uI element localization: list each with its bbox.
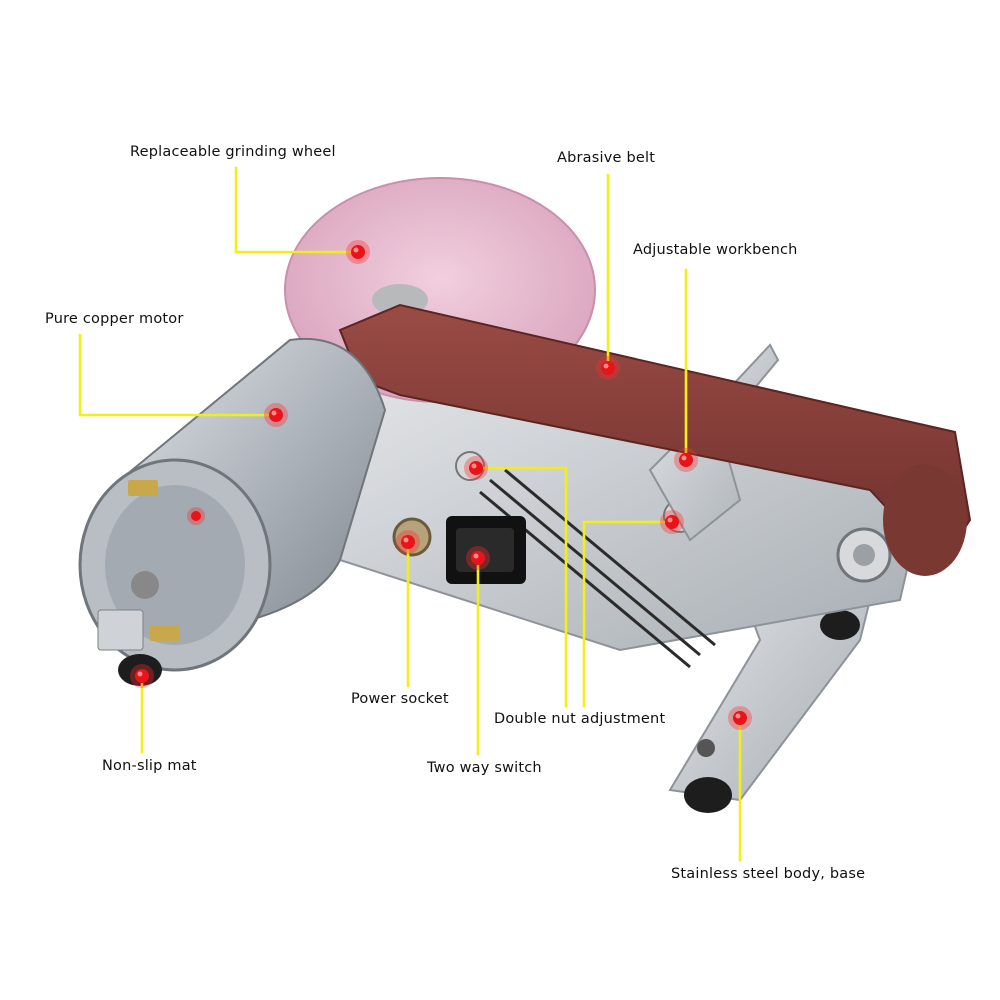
label-motor: Pure copper motor (45, 311, 184, 327)
marker-double-nut-a (464, 456, 488, 480)
marker-motor (264, 403, 288, 427)
marker-non-slip-mat (130, 664, 154, 688)
label-grinding-wheel: Replaceable grinding wheel (130, 144, 336, 160)
motor (78, 337, 387, 686)
leader-double-nut-a (474, 466, 568, 708)
abrasive-belt (338, 303, 972, 576)
leader-grinding-wheel (234, 166, 360, 254)
marker-two-way-switch (466, 546, 490, 570)
label-two-way-switch: Two way switch (427, 760, 542, 776)
label-abrasive-belt: Abrasive belt (557, 150, 656, 166)
marker-abrasive-belt (596, 356, 620, 380)
label-workbench: Adjustable workbench (633, 242, 798, 258)
marker-motor-terminal (187, 507, 205, 525)
leader-double-nut-b (582, 520, 674, 708)
label-double-nut: Double nut adjustment (494, 711, 666, 727)
leader-motor (78, 333, 278, 417)
marker-power-socket (396, 530, 420, 554)
leader-lines (78, 166, 742, 862)
marker-grinding-wheel (346, 240, 370, 264)
label-non-slip-mat: Non-slip mat (102, 758, 197, 774)
marker-body-base (728, 706, 752, 730)
label-power-socket: Power socket (351, 691, 449, 707)
marker-double-nut-b (660, 510, 684, 534)
marker-workbench (674, 448, 698, 472)
callout-markers (130, 240, 752, 730)
label-body-base: Stainless steel body, base (671, 866, 866, 882)
